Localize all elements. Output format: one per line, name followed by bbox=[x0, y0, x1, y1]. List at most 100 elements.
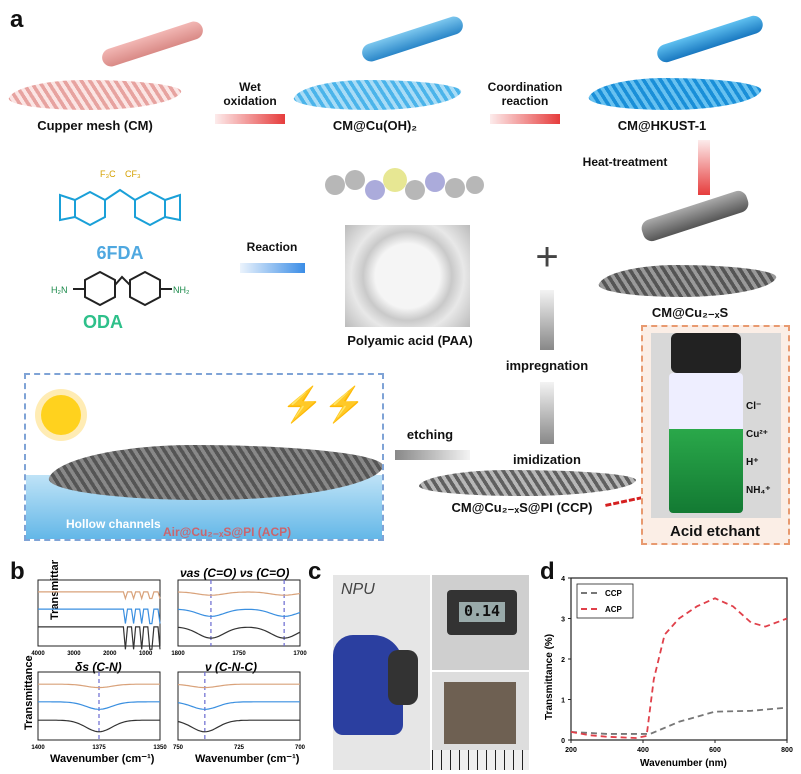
arrow-right-red bbox=[215, 114, 285, 124]
ion-cu: Cu²⁺ bbox=[746, 429, 768, 440]
x-tick-label: 750 bbox=[173, 745, 184, 751]
spectrum-line bbox=[177, 608, 301, 617]
spectrum-line bbox=[177, 701, 300, 710]
cuoh-wire-image bbox=[359, 14, 466, 64]
caliper-body: 0.14 bbox=[447, 590, 517, 635]
sun-icon bbox=[41, 395, 81, 435]
vial-liquid bbox=[669, 373, 743, 513]
xlabel-d: Wavenumber (nm) bbox=[640, 758, 727, 769]
x-tick-label: 4000 bbox=[31, 651, 45, 657]
x-tick-label: 1700 bbox=[293, 651, 307, 657]
caliper-readout: 0.14 bbox=[459, 602, 505, 622]
title-chart4: ν (C-N-C) bbox=[205, 660, 257, 674]
spectrum-line bbox=[38, 701, 160, 710]
series-line-acp bbox=[570, 597, 788, 739]
xlabel-chart4: Wavenumber (cm⁻¹) bbox=[195, 753, 300, 765]
chart-frame bbox=[37, 579, 161, 647]
rolled-film bbox=[388, 650, 418, 705]
ruler bbox=[432, 750, 529, 770]
ylabel-top: Transmittance bbox=[49, 560, 61, 620]
copper-mesh-image bbox=[4, 80, 186, 110]
spectrum-line bbox=[38, 608, 161, 625]
arrow-right-red bbox=[490, 114, 560, 124]
hkust-mesh-image bbox=[584, 78, 766, 110]
label-cm: Cupper mesh (CM) bbox=[37, 118, 153, 133]
cf3-right: CF₃ bbox=[125, 169, 141, 179]
x-tick-label: 1750 bbox=[232, 651, 246, 657]
plot-frame bbox=[570, 577, 788, 741]
label-ccp: CM@Cu₂₋ₓS@PI (CCP) bbox=[451, 500, 593, 515]
caliper-photo: 0.14 bbox=[432, 575, 529, 670]
label-imidization: imidization bbox=[513, 452, 581, 467]
arrow-dashed-red bbox=[605, 496, 643, 507]
panel-label-a: a bbox=[10, 6, 24, 33]
title-chart3: δs (C-N) bbox=[75, 660, 122, 674]
plus-sign: + bbox=[535, 235, 559, 279]
label-paa: Polyamic acid (PAA) bbox=[347, 333, 473, 348]
ylabel-d: Transmittance (%) bbox=[544, 634, 555, 720]
x-tick-label: 400 bbox=[637, 747, 649, 754]
spectrum-line bbox=[38, 683, 160, 689]
y-tick-label: 4 bbox=[561, 576, 565, 583]
label-cus: CM@Cu₂₋ₓS bbox=[651, 305, 729, 320]
ion-cl: Cl⁻ bbox=[746, 401, 762, 412]
label-heat-treatment: Heat-treatment bbox=[582, 155, 668, 169]
spectrum-line bbox=[177, 683, 300, 689]
arrow-down-red bbox=[698, 140, 710, 195]
npu-text: NPU bbox=[341, 581, 375, 598]
legend-box bbox=[576, 583, 634, 619]
x-tick-label: 600 bbox=[709, 747, 721, 754]
paa-molecule-model bbox=[325, 168, 484, 200]
acid-etchant-box: Cl⁻ Cu²⁺ H⁺ NH₄⁺ Acid etchant bbox=[641, 325, 790, 545]
nh2-label: NH₂ bbox=[173, 285, 190, 295]
arrow-right-blue bbox=[240, 263, 305, 273]
cuoh-mesh-image bbox=[289, 80, 466, 110]
ccp-mesh-image bbox=[415, 470, 640, 496]
label-6fda: 6FDA bbox=[96, 243, 144, 263]
legend-label: CCP bbox=[605, 589, 623, 598]
label-hkust: CM@HKUST-1 bbox=[617, 118, 707, 133]
label-etching: etching bbox=[406, 427, 454, 442]
y-tick-label: 3 bbox=[561, 617, 565, 624]
spectrum-line bbox=[38, 591, 161, 601]
label-acp: Air@Cu₂₋ₓS@PI (ACP) bbox=[163, 525, 292, 539]
vial-cap bbox=[671, 333, 741, 373]
x-tick-label: 800 bbox=[781, 747, 793, 754]
monomer-structures: F₃C CF₃ H₂N NH₂ bbox=[51, 169, 190, 307]
cus-wire-image bbox=[639, 188, 751, 244]
label-acid-etchant: Acid etchant bbox=[669, 523, 761, 540]
hkust-wire-image bbox=[654, 13, 766, 65]
lightning-icon: ⚡⚡ bbox=[281, 386, 366, 424]
x-tick-label: 1375 bbox=[92, 745, 106, 751]
vial-photo: Cl⁻ Cu²⁺ H⁺ NH₄⁺ bbox=[651, 333, 781, 518]
h2n-label: H₂N bbox=[51, 285, 68, 295]
cf3-left: F₃C bbox=[100, 169, 116, 179]
film-photo bbox=[432, 672, 529, 770]
spectrum-line bbox=[177, 591, 301, 596]
x-tick-label: 200 bbox=[565, 747, 577, 754]
arrow-down-gray bbox=[540, 290, 554, 350]
panel-label-c: c bbox=[308, 558, 322, 585]
spectrum-line bbox=[177, 626, 301, 639]
legend-label: ACP bbox=[605, 605, 623, 614]
spectrum-line bbox=[38, 719, 160, 733]
x-tick-label: 725 bbox=[234, 745, 245, 751]
ion-nh4: NH₄⁺ bbox=[746, 485, 771, 496]
spectrum-line bbox=[38, 626, 161, 650]
label-cuoh: CM@Cu(OH)₂ bbox=[332, 118, 418, 133]
x-tick-label: 1000 bbox=[139, 651, 153, 657]
arrow-down-gray bbox=[540, 382, 554, 444]
chart-frame bbox=[177, 671, 301, 741]
y-tick-label: 1 bbox=[561, 698, 565, 705]
ion-h: H⁺ bbox=[746, 457, 759, 468]
x-tick-label: 1350 bbox=[153, 745, 167, 751]
x-tick-label: 3000 bbox=[67, 651, 81, 657]
x-tick-label: 1800 bbox=[171, 651, 185, 657]
label-reaction: Reaction bbox=[246, 240, 298, 254]
x-tick-label: 1400 bbox=[31, 745, 45, 751]
cus-mesh-image bbox=[594, 265, 781, 297]
bending-photo: NPU bbox=[333, 575, 430, 770]
title-chart2: νas (C=O) νs (C=O) bbox=[180, 566, 289, 580]
spectrum-line bbox=[177, 719, 300, 733]
y-tick-label: 0 bbox=[561, 738, 565, 745]
